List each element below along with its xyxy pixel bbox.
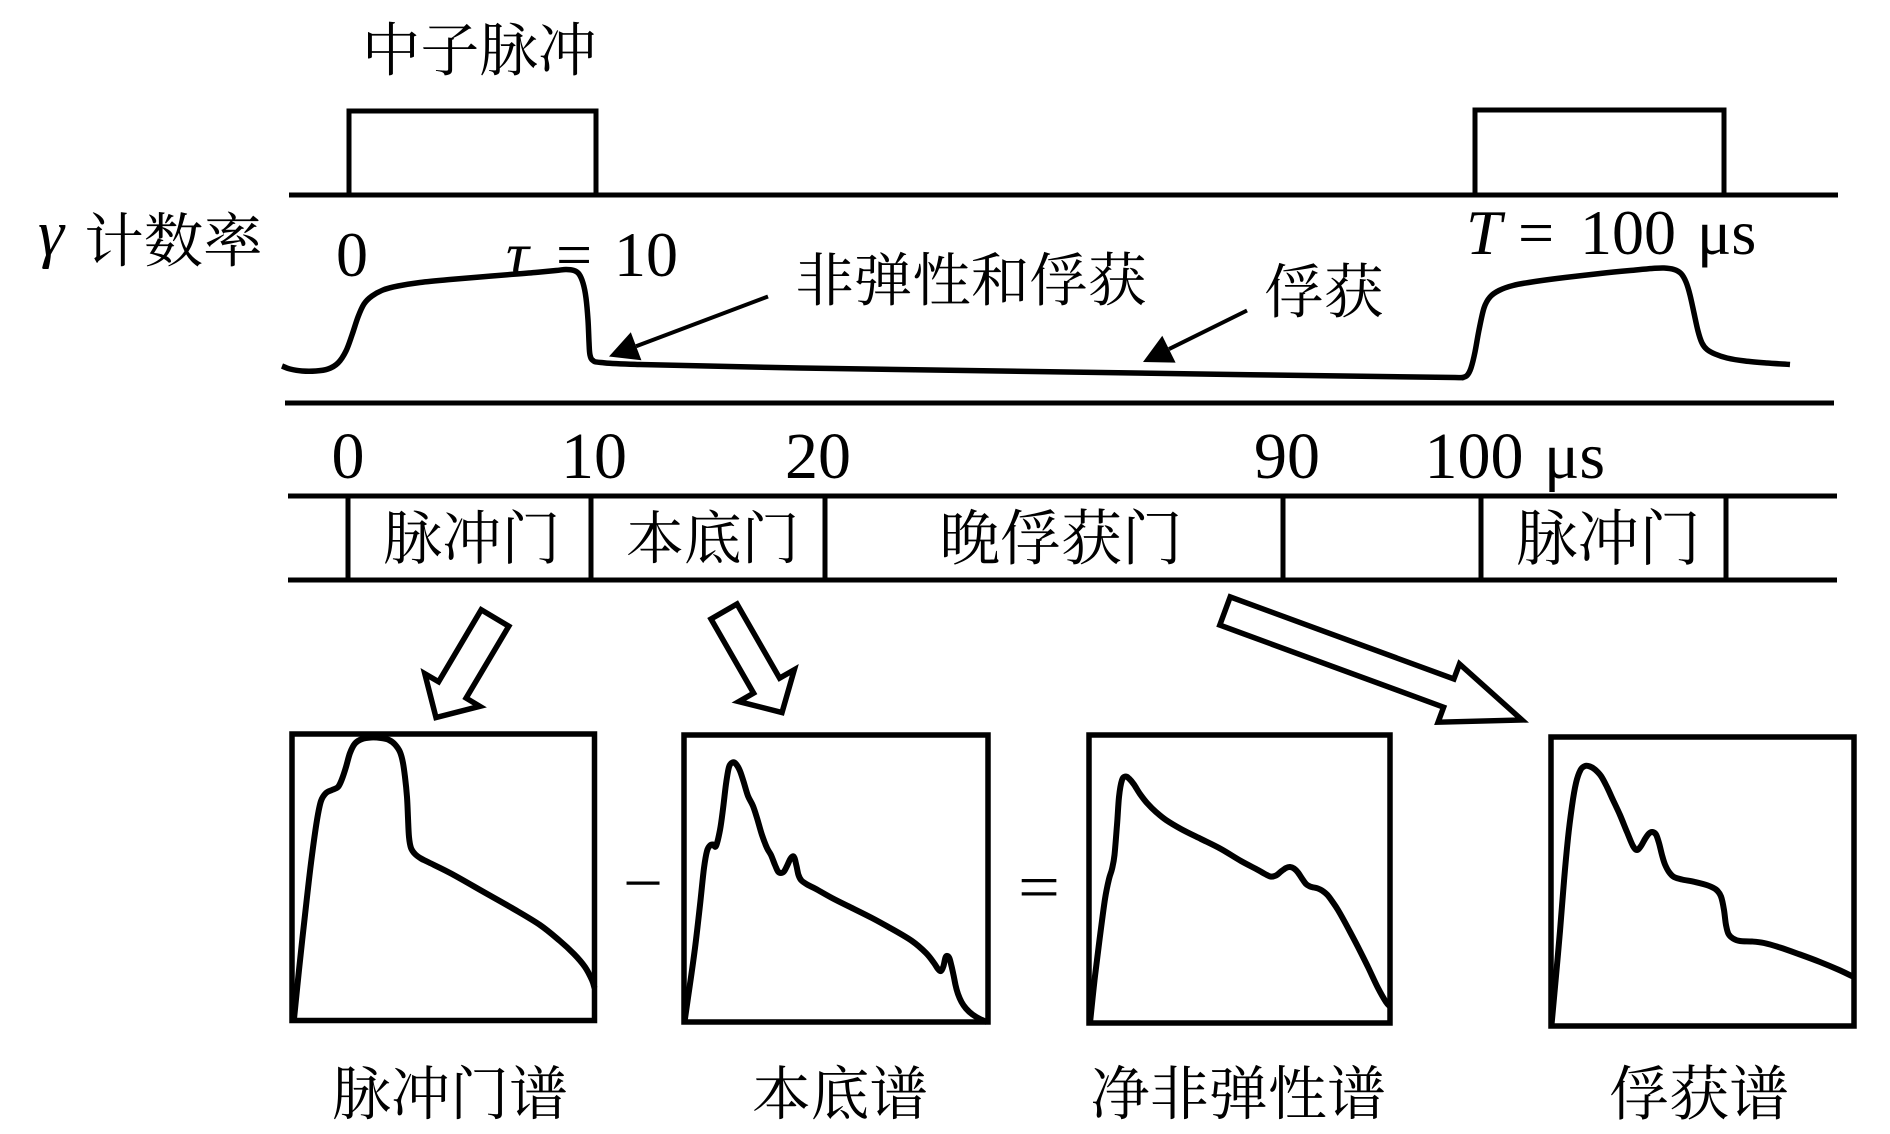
label-gate3: 晚俘获门 [944, 508, 1179, 565]
pulse-width-value: 10 [614, 219, 678, 290]
tick-90: 90 [1254, 420, 1320, 493]
neutron-pulse-row: 中子脉冲 [289, 21, 1838, 198]
tick-20: 20 [785, 420, 851, 493]
spectrum-box-pulse-gate [289, 731, 598, 1024]
label-gate2: 本底门 [628, 509, 796, 564]
label-ann2: 俘获 [1265, 262, 1382, 318]
spectrum-curve-net-inelastic [1087, 773, 1393, 1024]
annotation-arrow-2-line [1168, 308, 1248, 351]
time-axis-row: 0 10 20 90 100 μs [285, 400, 1834, 493]
annotation-inelastic-capture: 非弹性和俘获 [609, 251, 1146, 361]
label-ann1: 非弹性和俘获 [798, 251, 1146, 306]
label-spec4: 俘获谱 [1610, 1064, 1787, 1120]
label-spec3: 净非弹性谱 [1093, 1064, 1385, 1120]
annotation-arrow-1-head [609, 332, 642, 361]
pulse-width-eq: = [556, 219, 592, 290]
minus-operator: − [623, 847, 663, 920]
spectrum-box-net-inelastic [1086, 732, 1393, 1026]
block-arrows [420, 593, 1529, 726]
label-spec2: 本底谱 [754, 1064, 927, 1120]
tick-0: 0 [332, 420, 365, 493]
period-unit: μs [1697, 197, 1756, 268]
spectrum-box-background [681, 732, 991, 1025]
block-arrow-pulse-gate-icon [420, 606, 513, 721]
spectrum-curve-pulse-gate [291, 734, 598, 1020]
period-label: T= 100 μs [1466, 197, 1756, 268]
period-eq: = [1518, 197, 1554, 268]
time-axis-unit: μs [1544, 420, 1605, 493]
pulse-width-label: τ = 10 [506, 219, 678, 290]
block-arrow-late-capture-gate-icon [1216, 593, 1529, 726]
gate-bar: 脉冲门 本底门 晚俘获门 脉冲门 [288, 493, 1837, 583]
neutron-pulse-2 [1472, 107, 1727, 195]
tick-10: 10 [561, 420, 627, 493]
annotation-arrow-1-line [635, 294, 769, 349]
label-gate4: 脉冲门 [1518, 508, 1697, 565]
spectra-row: − = 脉冲门谱 本底谱 净非弹性谱 俘获谱 [289, 731, 1857, 1120]
equals-operator: = [1018, 851, 1060, 924]
spectrum-box-capture [1548, 734, 1857, 1029]
period-symbol: T [1466, 197, 1506, 268]
neutron-pulse-1 [346, 108, 599, 195]
tick-100: 100 [1425, 420, 1524, 493]
label-title_pulse: 中子脉冲 [367, 21, 594, 76]
label-gamma_cjk: 计数率 [87, 211, 261, 267]
spectrum-curve-capture [1548, 762, 1856, 1026]
gamma-symbol: γ [38, 197, 66, 270]
pulse-start-zero-label: 0 [336, 219, 368, 290]
gate-bar-dividers [345, 496, 1729, 580]
block-arrow-background-gate-icon [707, 600, 799, 716]
annotation-arrow-2-head [1143, 335, 1176, 363]
pulse-width-symbol: τ [506, 219, 531, 290]
label-spec1: 脉冲门谱 [333, 1064, 566, 1120]
annotation-capture: 俘获 [1143, 262, 1382, 363]
period-value: 100 [1580, 197, 1676, 268]
label-gate1: 脉冲门 [385, 509, 557, 564]
gamma-count-rate-axis-label: γ 计数率 [38, 197, 261, 270]
gamma-count-rate-curve [280, 265, 1791, 381]
spectrum-curve-background [681, 759, 989, 1025]
